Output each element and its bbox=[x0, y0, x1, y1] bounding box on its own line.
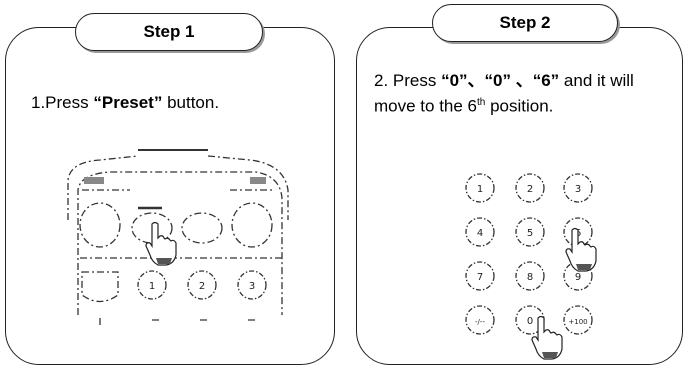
step-1-instruction: 1.Press “Preset” button. bbox=[31, 92, 321, 114]
remote-key-3: 3 bbox=[237, 270, 267, 300]
keypad-key-label: 5 bbox=[527, 228, 533, 239]
keypad-key-label: 9 bbox=[575, 272, 581, 283]
step-1-text-num: 1.Press bbox=[31, 93, 94, 112]
step-2-text-end: position. bbox=[485, 96, 554, 116]
keypad-key-label: 4 bbox=[477, 228, 483, 239]
step-1-panel bbox=[5, 27, 335, 365]
hand-pointer-icon bbox=[531, 315, 563, 360]
remote-illustration: 1 2 3 bbox=[67, 149, 289, 328]
remote-key-1: 1 bbox=[137, 270, 167, 300]
keypad-key: 8 bbox=[515, 261, 545, 291]
keypad-key: 1 bbox=[465, 173, 495, 203]
step-2-text-num: 2. Press bbox=[374, 71, 442, 90]
keypad-key-label: +100 bbox=[568, 318, 587, 326]
step-1-text-rest: button. bbox=[162, 93, 220, 112]
keypad-key-label: 8 bbox=[527, 272, 533, 283]
keypad-key: 0 bbox=[515, 305, 545, 335]
keypad-key: 3 bbox=[563, 173, 593, 203]
keypad-key: -/-- bbox=[465, 305, 495, 335]
keypad-key-label: 1 bbox=[477, 184, 483, 195]
svg-text:3: 3 bbox=[249, 281, 255, 292]
step-2-tab-label: Step 2 bbox=[499, 13, 551, 32]
keypad-key: 7 bbox=[465, 261, 495, 291]
svg-text:1: 1 bbox=[149, 281, 155, 292]
keypad-key: 2 bbox=[515, 173, 545, 203]
step-2-tab: Step 2 bbox=[432, 4, 618, 42]
keypad-illustration: 123456789-/--0+100 bbox=[465, 173, 597, 360]
step-1-tab: Step 1 bbox=[75, 13, 263, 51]
step-2-text-sup: th bbox=[477, 97, 486, 108]
hand-pointer-icon bbox=[145, 221, 177, 266]
step-2-text-rest: and it will move to the 6 bbox=[374, 71, 634, 116]
keypad-key-label: 7 bbox=[477, 272, 483, 283]
step-2-text-bold: “0”、“0” 、“6” bbox=[441, 71, 560, 90]
keypad-key-label: 3 bbox=[575, 184, 581, 195]
svg-text:2: 2 bbox=[199, 281, 205, 292]
keypad-key-label: -/-- bbox=[475, 318, 485, 326]
remote-key-2: 2 bbox=[187, 270, 217, 300]
step-1-tab-label: Step 1 bbox=[143, 22, 195, 41]
keypad-key-label: 0 bbox=[527, 316, 533, 327]
keypad-key: 4 bbox=[465, 217, 495, 247]
step-1-text-bold: “Preset” bbox=[93, 93, 163, 112]
keypad-key-label: 2 bbox=[527, 184, 533, 195]
step-2-instruction: 2. Press “0”、“0” 、“6” and it will move t… bbox=[374, 70, 664, 118]
keypad-key: +100 bbox=[563, 305, 593, 335]
hand-pointer-icon bbox=[565, 227, 597, 272]
keypad-key: 5 bbox=[515, 217, 545, 247]
